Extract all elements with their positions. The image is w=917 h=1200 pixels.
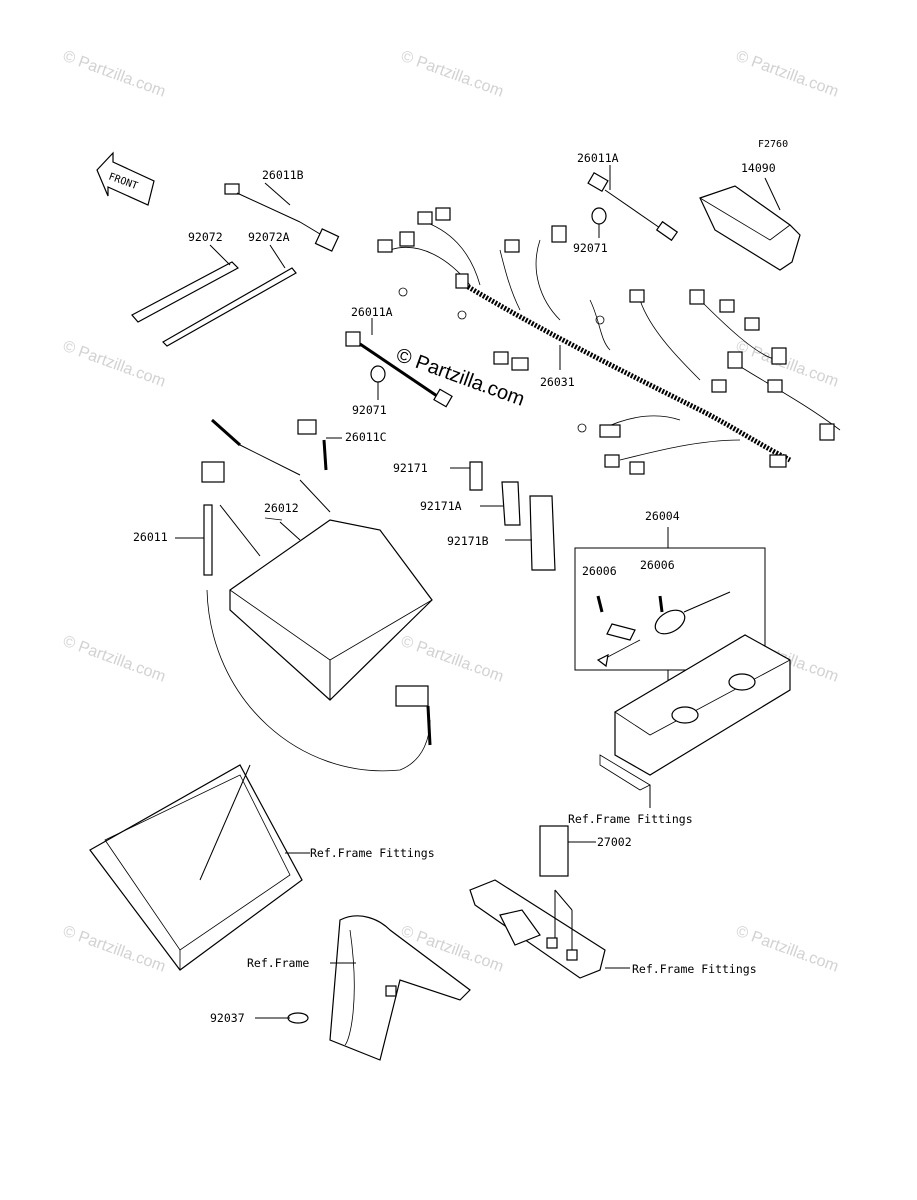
watermark: © Partzilla.com [734,48,841,101]
ref-frame-fittings-relay[interactable]: Ref.Frame Fittings [632,962,757,976]
band-92072a [162,244,297,347]
part-label-26004[interactable]: 26004 [645,509,680,523]
part-label-26011c[interactable]: 26011C [345,430,387,444]
watermark: © Partzilla.com [61,338,168,391]
part-label-26011a-top[interactable]: 26011A [577,151,619,165]
grommet-92071-top [591,207,607,238]
part-label-92171a[interactable]: 92171A [420,499,462,513]
frame-member [255,915,471,1061]
relay-27002 [469,825,630,979]
watermark: © Partzilla.com [61,48,168,101]
part-label-26031[interactable]: 26031 [540,375,575,389]
part-label-14090[interactable]: 14090 [741,161,776,175]
part-label-92037[interactable]: 92037 [210,1011,245,1025]
clamps-92171 [450,461,556,571]
watermark: © Partzilla.com [61,633,168,686]
battery-26012 [229,517,433,701]
lead-26011a-top [587,165,679,242]
part-label-26011[interactable]: 26011 [133,530,168,544]
ref-frame-fittings-right[interactable]: Ref.Frame Fittings [568,812,693,826]
front-direction-arrow: FRONT [96,151,155,206]
part-label-92071-left[interactable]: 92071 [352,403,387,417]
part-label-92072a[interactable]: 92072A [248,230,290,244]
diagram-code: F2760 [758,139,788,150]
cover-14090 [699,177,801,271]
part-label-92171[interactable]: 92171 [393,461,428,475]
ref-frame[interactable]: Ref.Frame [247,956,309,970]
part-label-92071-top[interactable]: 92071 [573,241,608,255]
ref-frame-fittings-box[interactable]: Ref.Frame Fittings [310,846,435,860]
band-92072 [131,244,239,323]
battery-box [89,764,310,971]
battery-leads [175,418,432,772]
part-label-26006-b[interactable]: 26006 [640,558,675,572]
part-label-26011b[interactable]: 26011B [262,168,304,182]
watermark: © Partzilla.com [399,633,506,686]
lead-26011b [224,182,340,252]
part-label-26006-a[interactable]: 26006 [582,564,617,578]
part-label-26011a-left[interactable]: 26011A [351,305,393,319]
watermark: © Partzilla.com [734,338,841,391]
watermark: © Partzilla.com [399,48,506,101]
part-label-26012[interactable]: 26012 [264,501,299,515]
bracket-frame-fitting-right [599,634,791,808]
main-harness-26031 [377,207,841,475]
part-label-27002[interactable]: 27002 [597,835,632,849]
lead-26011a-left [345,318,453,408]
part-label-92171b[interactable]: 92171B [447,534,489,548]
part-label-92072[interactable]: 92072 [188,230,223,244]
grommet-92071-left [370,365,386,400]
kit-26004 [574,527,766,690]
